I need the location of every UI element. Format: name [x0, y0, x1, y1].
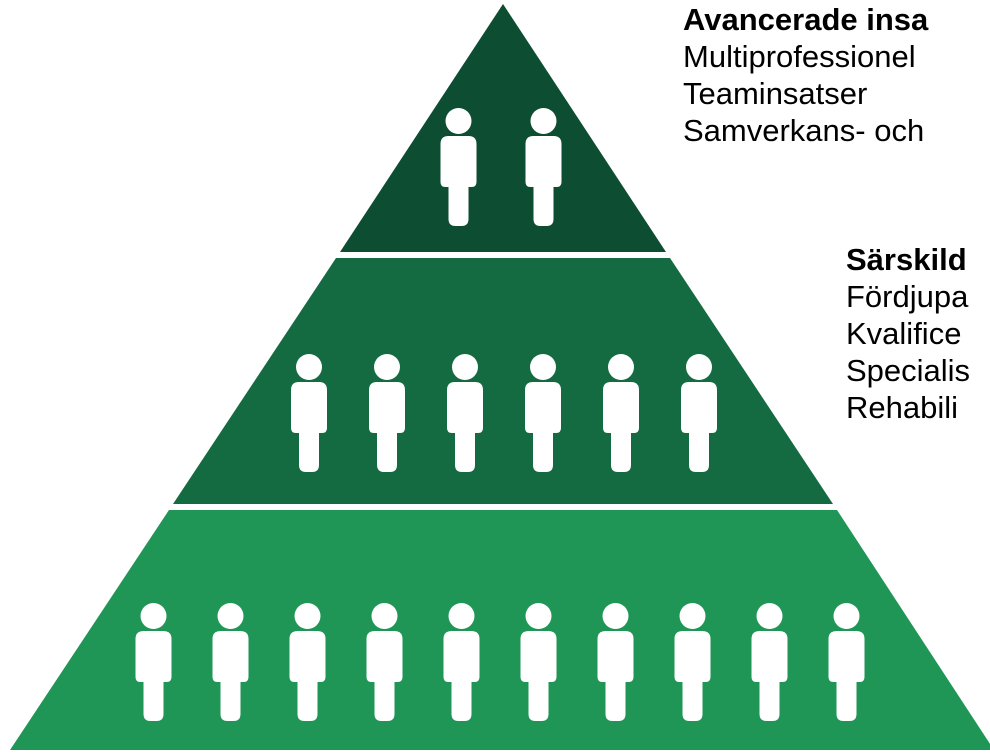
pyramid-tier-top [340, 4, 666, 252]
tier-top-item: Samverkans- och [683, 113, 925, 148]
tier-middle-heading: Särskild [846, 242, 967, 277]
pyramid-tier-bottom [10, 510, 990, 750]
tier-top-item: Multiprofessionel [683, 39, 916, 74]
pyramid-tier-middle [173, 258, 833, 504]
tier-middle-item: Specialis [846, 353, 971, 388]
tier-middle-item: Fördjupa [846, 279, 969, 314]
tier-middle-item: Kvalifice [846, 316, 962, 351]
tier-top-description: Avancerade insa Multiprofessionel Teamin… [683, 1, 928, 149]
tier-top-heading: Avancerade insa [683, 2, 929, 37]
tier-middle-item: Rehabili [846, 390, 959, 425]
tier-top-item: Teaminsatser [683, 76, 868, 111]
tier-middle-description: Särskild Fördjupa Kvalifice Specialis Re… [846, 241, 970, 426]
